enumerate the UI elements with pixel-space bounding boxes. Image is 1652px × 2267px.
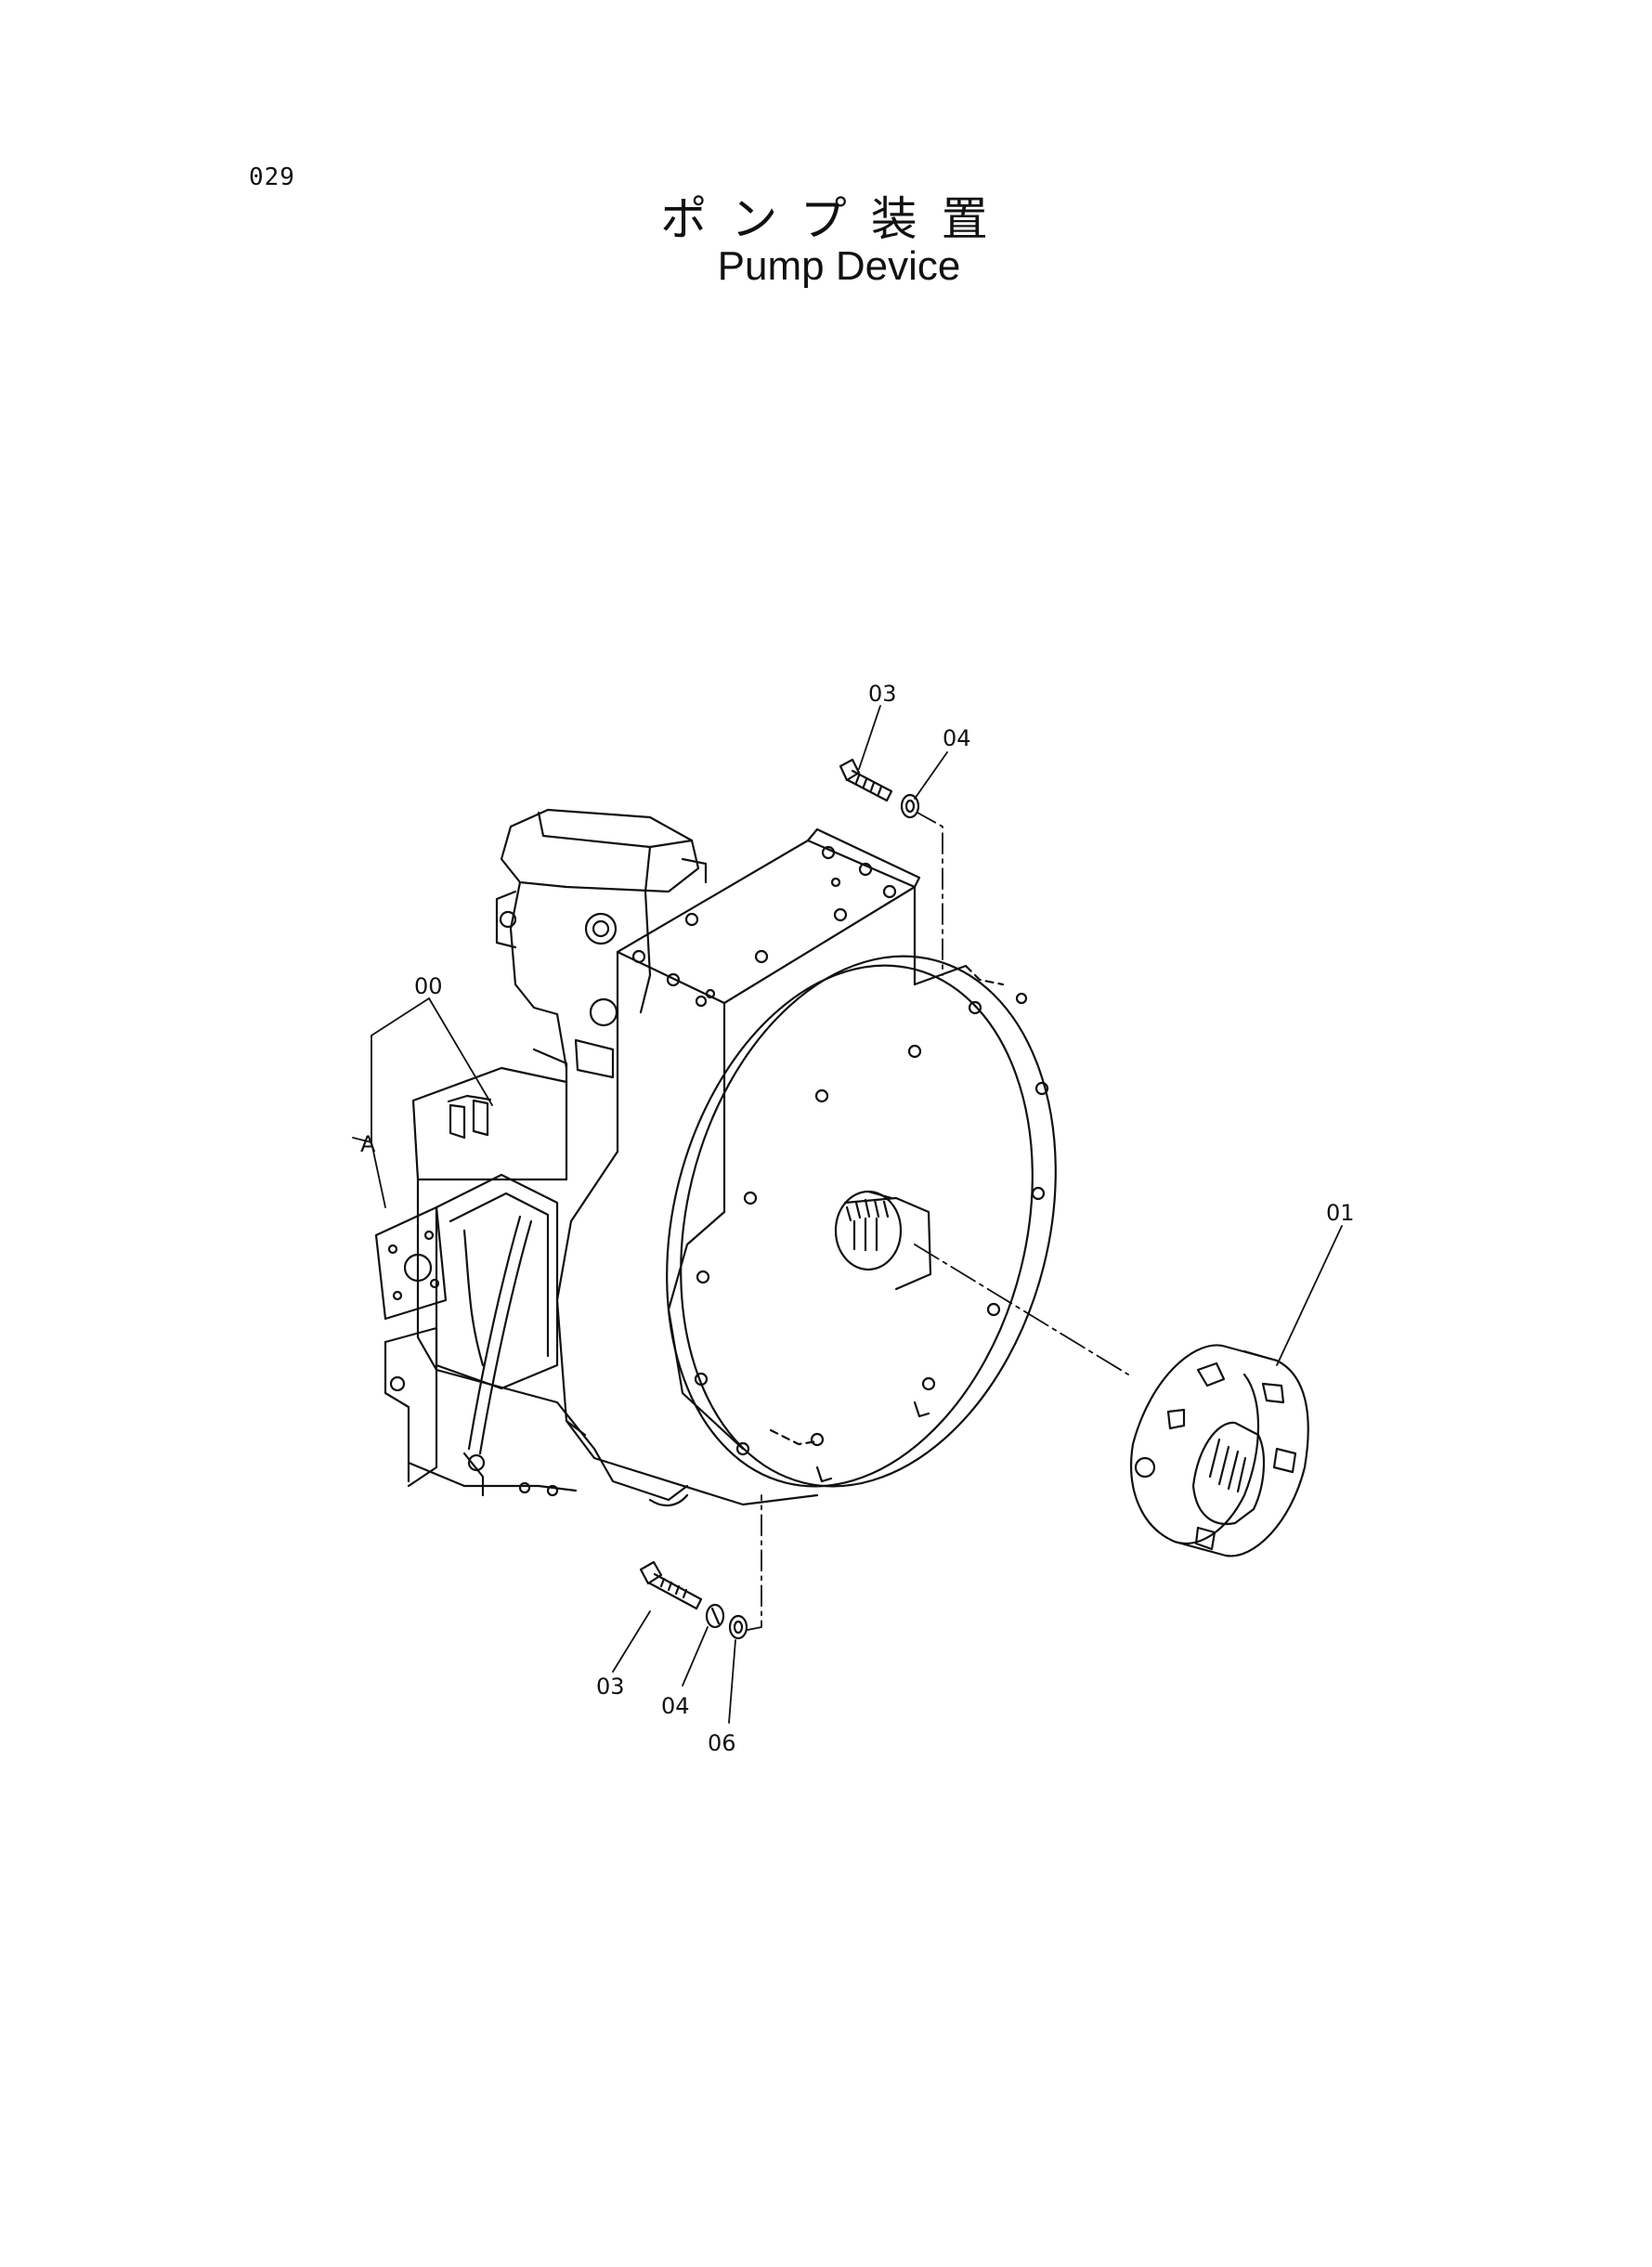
callout-bolt-bottom: 03 [596, 1674, 625, 1700]
gear-pump-drawing [495, 808, 708, 1079]
callout-washer-top: 04 [943, 725, 971, 751]
flange-disc-drawing [666, 955, 1057, 1506]
callout-spring-washer-bottom: 06 [708, 1730, 736, 1756]
regulator-drawing [374, 1048, 689, 1507]
center-lines [747, 812, 1129, 1631]
callout-bolt-top: 03 [868, 681, 897, 707]
spring-washer-bottom-drawing [728, 1614, 748, 1640]
bolt-top-drawing [839, 758, 893, 802]
callout-assembly-group: A [360, 1131, 376, 1157]
callout-assembly: 00 [414, 973, 443, 999]
bolt-bottom-drawing [639, 1560, 703, 1610]
washer-top-drawing [900, 793, 920, 819]
page-title-japanese: ポンプ装置 [660, 192, 1012, 246]
coupling-drawing [1130, 1344, 1309, 1557]
callout-washer-bottom: 04 [661, 1693, 690, 1719]
page-title-english: Pump Device [717, 243, 961, 289]
callout-coupling: 01 [1326, 1200, 1355, 1226]
washer-bottom-drawing [705, 1603, 725, 1629]
pump-assembly-drawing [374, 808, 1057, 1507]
splined-shaft-drawing [834, 1190, 932, 1291]
leader-lines [352, 705, 1343, 1724]
pump-housing-drawing [555, 827, 921, 1506]
page-number: 029 [249, 163, 295, 191]
